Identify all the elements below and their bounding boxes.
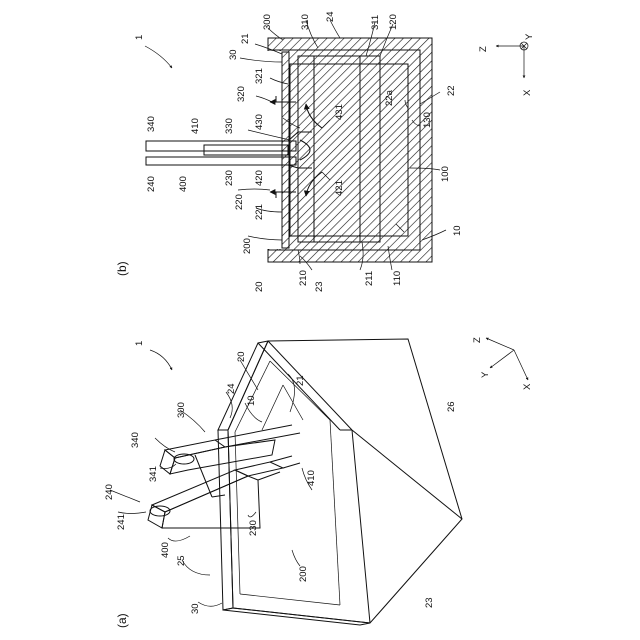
- label-b-221: 221: [254, 204, 265, 220]
- label-a-230: 230: [248, 520, 259, 536]
- caption-a: (a): [115, 613, 129, 628]
- label-b-410: 410: [190, 118, 201, 134]
- label-a-300: 300: [176, 402, 187, 418]
- axis-b-x: X: [522, 89, 533, 96]
- label-b-330: 330: [224, 118, 235, 134]
- label-b-24: 24: [325, 11, 336, 22]
- figure-a-labels: (a) 1 20 21 24 10 300 340 341 240 241 40…: [104, 337, 533, 628]
- label-b-23: 23: [314, 281, 325, 292]
- label-a-1: 1: [134, 341, 145, 346]
- label-a-241: 241: [116, 514, 127, 530]
- label-a-21: 21: [295, 375, 306, 386]
- label-b-431: 431: [334, 104, 345, 120]
- label-b-420: 420: [254, 170, 265, 186]
- label-a-340: 340: [130, 432, 141, 448]
- label-a-10: 10: [246, 395, 257, 406]
- label-a-30: 30: [190, 603, 201, 614]
- label-b-211: 211: [364, 271, 375, 286]
- axes-a: [486, 338, 528, 380]
- label-a-240: 240: [104, 484, 115, 500]
- label-a-23: 23: [424, 597, 435, 608]
- case-20: [268, 38, 432, 262]
- label-b-230: 230: [224, 170, 235, 186]
- label-a-24: 24: [226, 383, 237, 394]
- label-b-22: 22: [446, 85, 457, 96]
- label-b-110: 110: [392, 271, 403, 286]
- axis-a-x: X: [522, 383, 533, 390]
- label-b-200: 200: [242, 238, 253, 254]
- axis-b-z: Z: [478, 46, 489, 52]
- axis-a-z: Z: [472, 337, 483, 343]
- label-a-20: 20: [236, 351, 247, 362]
- caption-b: (b): [115, 261, 129, 276]
- axis-b-y: Y: [524, 33, 535, 40]
- label-b-340: 340: [146, 116, 157, 132]
- label-b-20: 20: [254, 281, 265, 292]
- axis-a-y: Y: [480, 371, 491, 378]
- label-b-22a: 22a: [384, 89, 395, 106]
- label-b-130: 130: [422, 112, 433, 128]
- axes-b: [496, 42, 528, 78]
- label-b-321: 321: [254, 68, 265, 84]
- figure-a: [110, 338, 528, 625]
- label-b-430: 430: [254, 114, 265, 130]
- terminal-240: [152, 470, 248, 512]
- label-a-26: 26: [446, 401, 457, 412]
- label-b-1: 1: [134, 35, 145, 40]
- label-b-100: 100: [440, 166, 451, 182]
- label-a-400: 400: [160, 542, 171, 558]
- label-b-311: 311: [370, 15, 381, 30]
- label-b-320: 320: [236, 86, 247, 102]
- label-b-240: 240: [146, 176, 157, 192]
- label-a-200: 200: [298, 566, 309, 582]
- label-b-30: 30: [228, 49, 239, 60]
- label-b-310: 310: [300, 14, 311, 30]
- label-b-300: 300: [262, 14, 273, 30]
- label-b-21: 21: [240, 33, 251, 44]
- label-a-341: 341: [148, 466, 159, 482]
- label-b-10: 10: [452, 225, 463, 236]
- label-b-400: 400: [178, 176, 189, 192]
- label-b-120: 120: [388, 14, 399, 30]
- label-a-25: 25: [176, 555, 187, 566]
- label-a-410: 410: [306, 470, 317, 486]
- figure-b: [145, 20, 528, 270]
- label-b-421: 421: [334, 180, 345, 196]
- label-b-210: 210: [298, 270, 309, 286]
- label-b-220: 220: [234, 194, 245, 210]
- lead-400: [162, 476, 260, 528]
- battery-top-face: [228, 339, 462, 623]
